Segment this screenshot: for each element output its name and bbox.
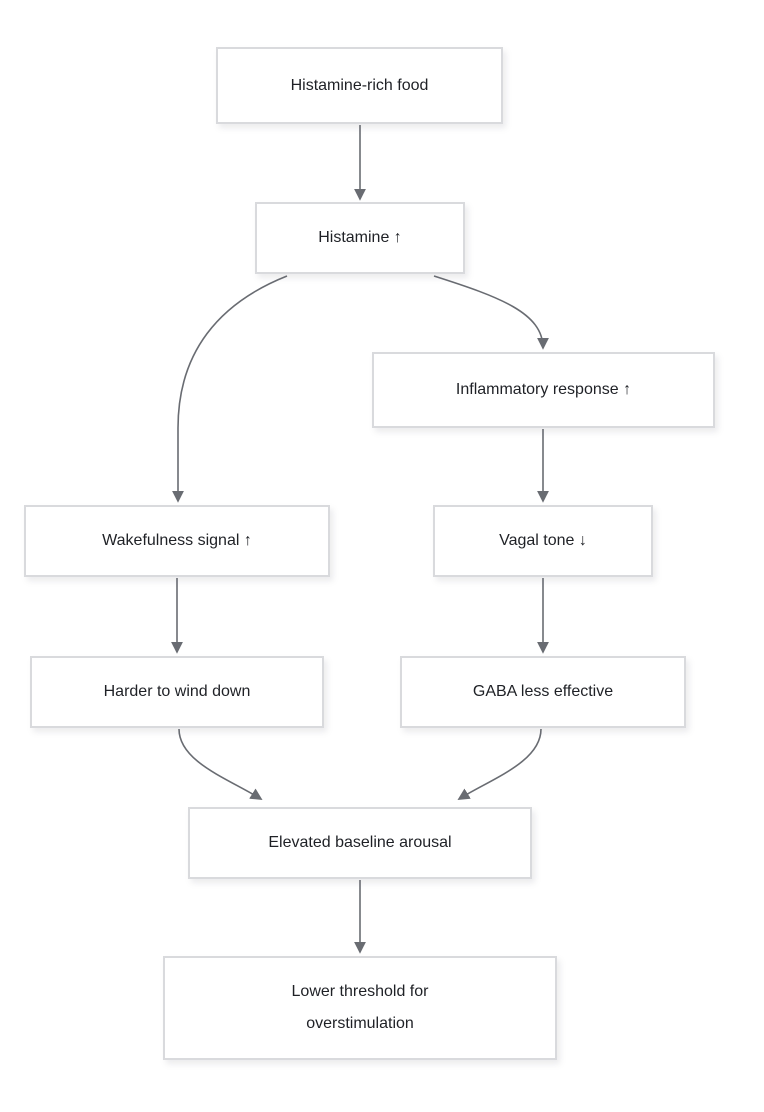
node-elevated-baseline-arousal: Elevated baseline arousal — [188, 807, 532, 879]
node-gaba-less-effective: GABA less effective — [400, 656, 686, 728]
node-label: Harder to wind down — [103, 683, 251, 700]
node-label: Inflammatory response ↑ — [455, 381, 632, 398]
node-label: Elevated baseline arousal — [268, 834, 452, 851]
node-harder-to-wind-down: Harder to wind down — [30, 656, 324, 728]
node-label: Histamine ↑ — [318, 229, 402, 246]
node-wakefulness-signal-up: Wakefulness signal ↑ — [24, 505, 330, 577]
node-label: Wakefulness signal ↑ — [102, 532, 252, 549]
node-histamine-rich-food: Histamine-rich food — [216, 47, 503, 124]
node-inflammatory-response-up: Inflammatory response ↑ — [372, 352, 715, 428]
edge-histamine-up-to-wakefulness-signal-up — [172, 275, 288, 503]
node-label: Lower threshold for overstimulation — [291, 983, 429, 1032]
node-label: Vagal tone ↓ — [499, 532, 587, 549]
edge-gaba-less-effective-to-elevated-baseline-arousal — [457, 728, 542, 800]
node-vagal-tone-down: Vagal tone ↓ — [433, 505, 653, 577]
node-histamine-up: Histamine ↑ — [255, 202, 465, 274]
edge-harder-to-wind-down-to-elevated-baseline-arousal — [178, 728, 263, 800]
edge-histamine-up-to-inflammatory-response-up — [433, 275, 549, 350]
node-lower-threshold-for-overstimulation: Lower threshold for overstimulation — [163, 956, 557, 1060]
node-label: Histamine-rich food — [290, 76, 429, 94]
node-label: GABA less effective — [472, 683, 614, 700]
